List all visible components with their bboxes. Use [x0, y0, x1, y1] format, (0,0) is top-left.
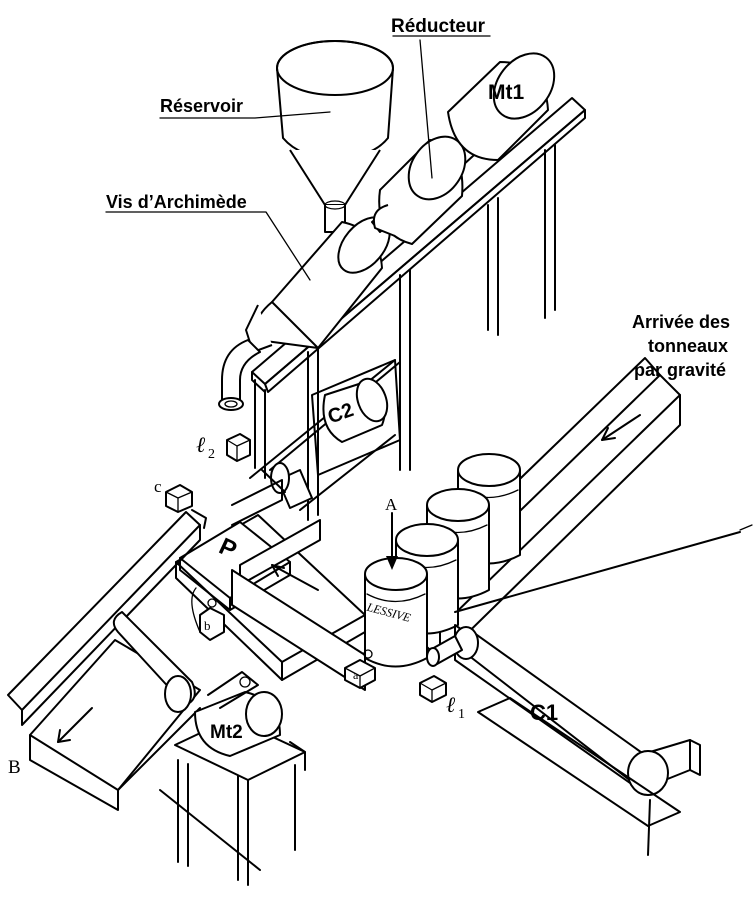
label-reservoir: Réservoir	[160, 96, 243, 116]
label-b-lower: b	[204, 618, 211, 633]
sensor-b	[191, 587, 225, 641]
leader-lines	[105, 35, 491, 281]
label-c: c	[154, 477, 162, 496]
motor-mt1	[447, 52, 556, 161]
archimedes-screw	[218, 216, 391, 411]
label-l1: ℓ	[446, 692, 456, 717]
sensor-c	[165, 484, 207, 529]
frame-legs	[249, 144, 556, 521]
label-c1: C1	[530, 700, 558, 725]
sensor-l2	[226, 433, 251, 462]
label-l2-subscript: 2	[208, 447, 215, 462]
outfeed-conveyor	[7, 511, 201, 811]
label-arrivee-line3: par gravité	[634, 360, 726, 380]
label-vis-archimede: Vis d’Archimède	[106, 192, 247, 212]
label-arrivee-line2: tonneaux	[648, 336, 728, 356]
cylinder-c2	[261, 359, 401, 509]
floor-outline	[159, 524, 753, 871]
motor-mt2	[174, 671, 306, 886]
label-a-upper: A	[385, 495, 398, 514]
sensor-l1	[419, 675, 447, 703]
label-mt2: Mt2	[210, 722, 243, 743]
gear-reducer	[372, 135, 467, 245]
label-arrivee-line1: Arrivée des	[632, 312, 730, 332]
arrow-a	[386, 512, 398, 570]
label-mt1: Mt1	[488, 81, 524, 104]
cylinder-c1	[426, 624, 701, 827]
label-b-upper: B	[8, 757, 21, 778]
label-reducteur: Réducteur	[391, 16, 486, 37]
label-a-lower: a	[353, 668, 359, 682]
label-l2: ℓ	[196, 432, 206, 457]
transfer-table	[175, 479, 366, 691]
sensor-a	[344, 649, 376, 689]
label-l1-subscript: 1	[458, 707, 465, 722]
reservoir-hopper	[276, 40, 394, 233]
barrel-lessive	[364, 557, 428, 668]
